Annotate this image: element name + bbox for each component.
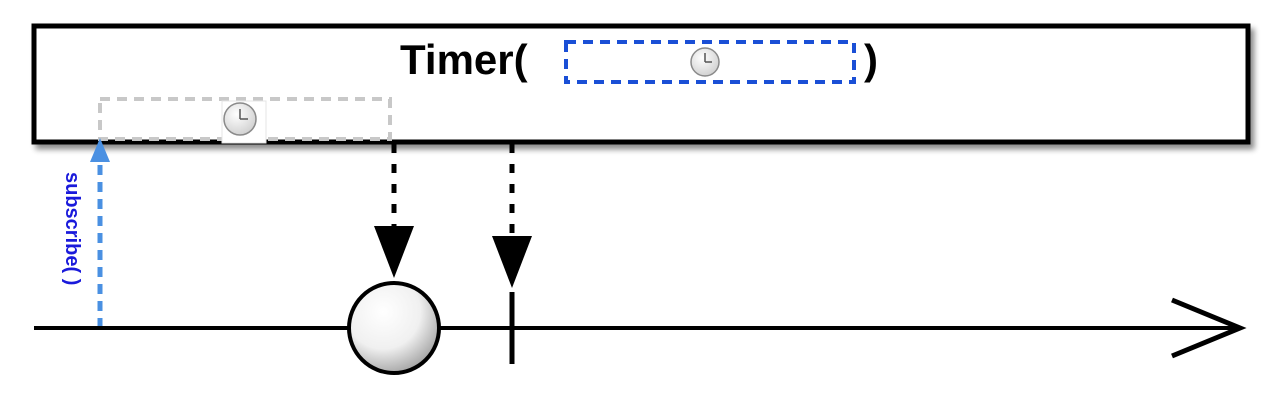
operator-title: Timer( [400,36,528,83]
subscribe-label: subscribe( ) [61,172,83,285]
clock-icon [690,47,720,77]
timeline-arrow-head [1171,297,1247,359]
subscribe-arrow-head [90,138,110,162]
clock-icon [223,102,257,136]
operator-title-close: ) [864,36,878,83]
completion-arrow-head [492,236,532,288]
emitted-item-marble [347,281,441,375]
emission-arrow-head [374,226,414,278]
delay-parameter-box [564,40,856,84]
delay-duration-box [98,97,392,141]
